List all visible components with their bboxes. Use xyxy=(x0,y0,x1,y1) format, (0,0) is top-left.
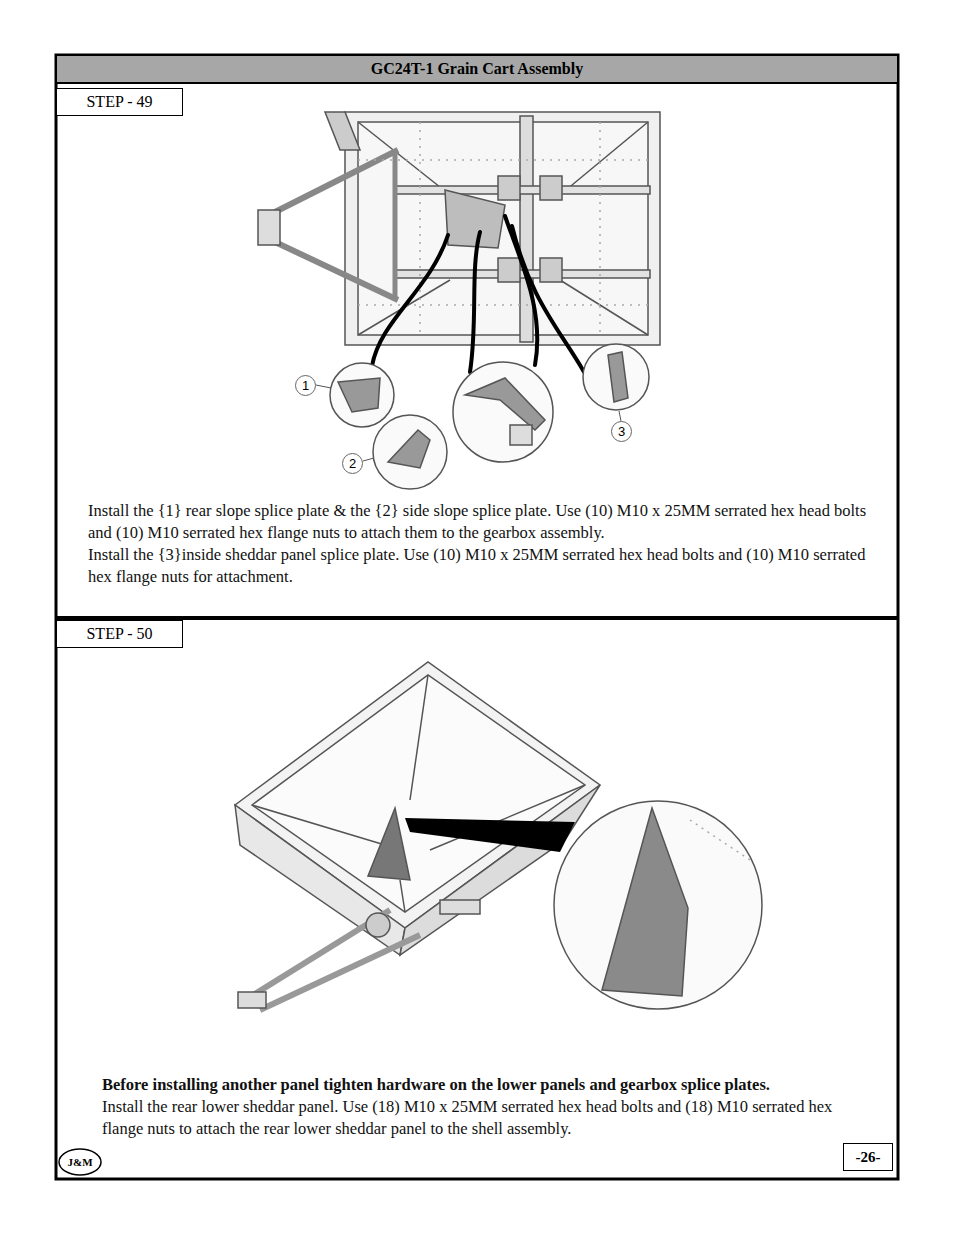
detail-circles xyxy=(338,378,380,412)
cart-isometric xyxy=(410,675,428,800)
callout-number: 3 xyxy=(611,421,632,442)
page-frame xyxy=(56,55,898,1179)
detail-circles xyxy=(583,344,649,410)
cart-isometric xyxy=(235,662,600,928)
cart-top-view xyxy=(275,150,398,212)
cart-top-view xyxy=(498,258,520,282)
cart-top-view xyxy=(395,270,650,278)
cart-top-view xyxy=(445,190,505,248)
logo-oval xyxy=(59,1149,101,1175)
logo-oval xyxy=(59,1149,101,1175)
leader-wedge xyxy=(405,818,575,852)
leader-wedges xyxy=(512,226,584,372)
detail-circles xyxy=(330,363,394,427)
step-box: STEP - 49 xyxy=(57,88,183,116)
node-text: STEP - 49 xyxy=(86,93,152,111)
cart-top-view xyxy=(358,304,648,306)
detail-circle xyxy=(554,801,762,1009)
callout-number: 3 xyxy=(618,424,625,439)
detail-circles xyxy=(608,352,628,402)
node-text: J&M xyxy=(67,1156,92,1168)
callout-number: 1 xyxy=(302,378,309,393)
cart-top-view xyxy=(395,186,650,194)
callout-leaders xyxy=(316,385,331,388)
detail-circle xyxy=(690,820,750,860)
cart-top-view xyxy=(560,122,648,195)
callout-leaders xyxy=(316,385,621,461)
cart-isometric xyxy=(400,880,405,912)
cart-top-view xyxy=(358,122,450,195)
leader-wedges xyxy=(372,216,584,372)
step-box: STEP - 50 xyxy=(57,620,183,648)
node-text: -26- xyxy=(856,1149,881,1166)
cart-isometric xyxy=(245,910,390,1000)
cart-top-view xyxy=(393,150,398,300)
detail-circle xyxy=(602,808,688,996)
callout-number: 2 xyxy=(342,453,363,474)
node-text: STEP - 50 xyxy=(86,625,152,643)
detail-circles xyxy=(465,378,545,430)
detail-circles xyxy=(373,415,447,489)
title-band: GC24T-1 Grain Cart Assembly xyxy=(57,56,897,84)
instruction-text: Install the {3}inside sheddar panel spli… xyxy=(88,544,878,588)
detail-circles xyxy=(330,344,649,489)
cart-top-view xyxy=(419,122,421,335)
detail-circle xyxy=(554,801,762,1009)
leader-wedges xyxy=(505,216,537,365)
cart-isometric xyxy=(366,913,390,937)
cart-top-view xyxy=(258,112,660,345)
cart-top-view xyxy=(520,116,533,342)
cart-top-view xyxy=(258,210,280,245)
detail-circles xyxy=(453,362,553,462)
cart-isometric xyxy=(238,992,266,1008)
detail-circles xyxy=(510,425,532,445)
cart-top-view xyxy=(325,112,360,150)
cart-isometric xyxy=(368,808,410,880)
cart-top-view xyxy=(540,258,562,282)
instruction-text: Install the rear lower sheddar panel. Us… xyxy=(102,1096,872,1140)
instruction-text: Install the {1} rear slope splice plate … xyxy=(88,500,878,544)
warning-note: Before installing another panel tighten … xyxy=(102,1074,872,1096)
leader-wedges xyxy=(470,232,480,372)
page-frame xyxy=(56,55,898,1179)
cart-isometric xyxy=(235,805,405,955)
cart-isometric xyxy=(235,662,600,1010)
cart-top-view xyxy=(540,176,562,200)
cart-top-view xyxy=(358,159,648,161)
logo-text: J&M xyxy=(64,1153,96,1171)
cart-top-view xyxy=(345,112,660,345)
cart-top-view xyxy=(560,280,648,335)
callout-leaders xyxy=(619,411,621,421)
cart-top-view xyxy=(498,176,520,200)
leader-wedges xyxy=(372,235,448,366)
cart-isometric xyxy=(440,900,480,914)
callout-leaders xyxy=(363,458,374,461)
cart-isometric xyxy=(260,935,420,1010)
cart-top-view xyxy=(275,242,398,300)
page-number: -26- xyxy=(843,1143,893,1171)
page-title: GC24T-1 Grain Cart Assembly xyxy=(371,60,583,78)
cart-top-view xyxy=(358,122,648,335)
detail-circles xyxy=(388,430,430,468)
callout-number: 2 xyxy=(349,456,356,471)
callout-number: 1 xyxy=(295,375,316,396)
cart-top-view xyxy=(599,122,601,335)
